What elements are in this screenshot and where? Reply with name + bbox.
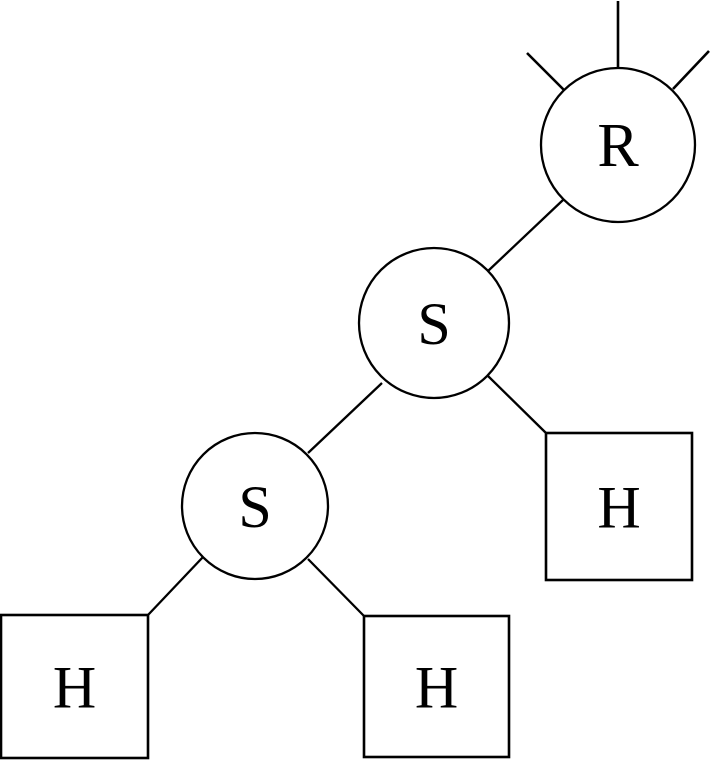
node-r[interactable]: R — [539, 66, 697, 224]
node-shape-circle-r[interactable] — [539, 66, 697, 224]
node-h2[interactable]: H — [0, 613, 150, 760]
node-s2[interactable]: S — [180, 431, 330, 581]
node-h3[interactable]: H — [362, 614, 511, 759]
node-shape-square-h3[interactable] — [362, 614, 511, 759]
edge-s1-to-r — [487, 199, 564, 272]
node-shape-square-h2[interactable] — [0, 613, 150, 760]
edge-group — [147, 199, 564, 617]
node-shape-circle-s2[interactable] — [180, 431, 330, 581]
root-stub-up-right — [672, 50, 710, 90]
edge-s2-to-h3 — [307, 558, 365, 617]
edge-s2-to-s1 — [307, 382, 383, 454]
node-s1[interactable]: S — [357, 246, 511, 400]
edge-s2-to-h2 — [147, 556, 204, 616]
edge-s1-to-h1 — [486, 374, 547, 434]
node-shape-square-h1[interactable] — [544, 431, 694, 582]
node-h1[interactable]: H — [544, 431, 694, 582]
node-shape-circle-s1[interactable] — [357, 246, 511, 400]
root-stub-group — [526, 1, 710, 92]
root-stub-up-left — [526, 52, 566, 92]
